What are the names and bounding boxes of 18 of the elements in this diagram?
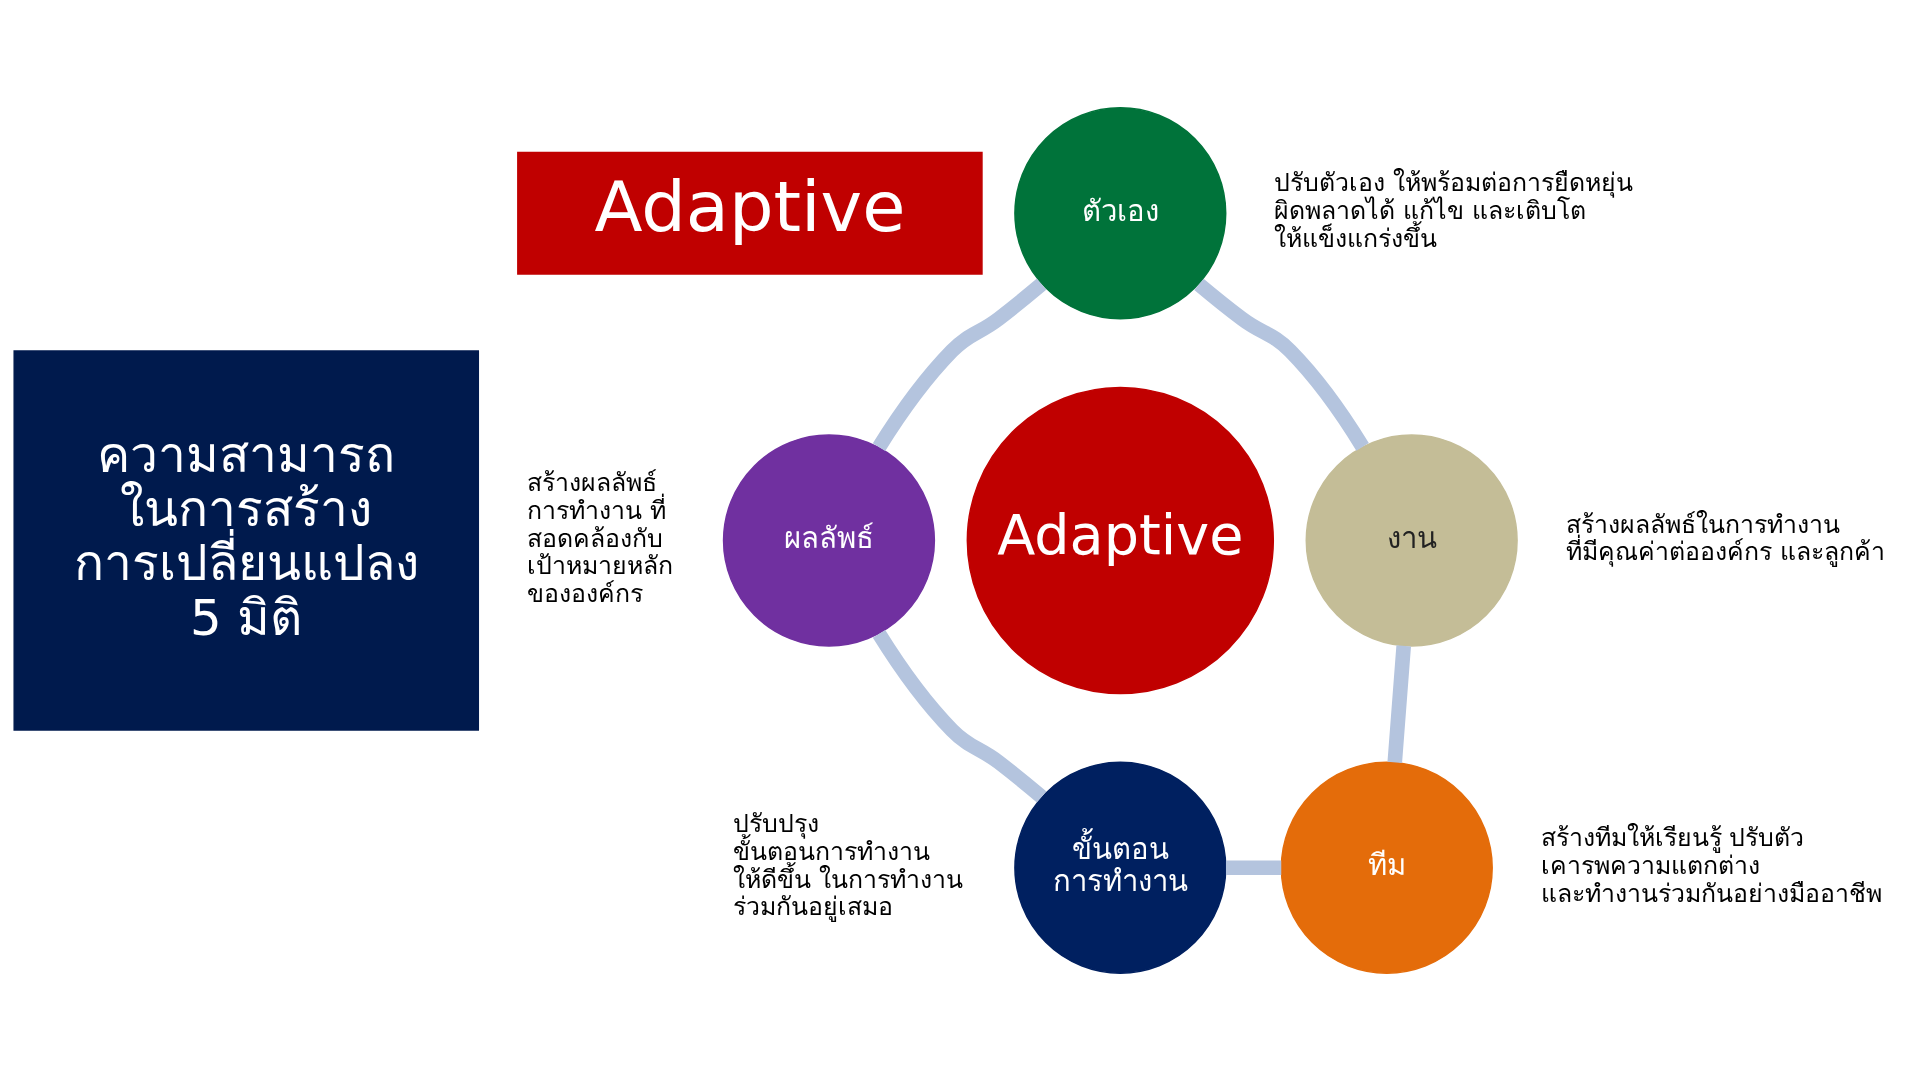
node-circle: ตัวเอง [1014, 106, 1227, 319]
node-label: สร้างผลลัพธ์ การทำงาน ที่ สอดคล้องกับ เป้าหมายหลัก ขององค์กร [526, 467, 673, 608]
connector [1387, 644, 1411, 763]
connector [1225, 859, 1282, 875]
node-circle: ผลลัพธ์ [722, 433, 936, 647]
node-label: ปรับตัวเอง ให้พร้อมต่อการยืดหยุ่น ผิดพลาดได้ แก้ไข และเติบโต ให้แข็งแกร่งขึ้น [1274, 167, 1633, 253]
node-circle: ขั้นตอน การทำงาน [1014, 761, 1227, 974]
node-label: สร้างทีมให้เรียนรู้ ปรับตัว เคารพความแตกต่าง และทำงานร่วมกันอย่างมืออาชีพ [1540, 822, 1882, 908]
node-circle: ทีม [1280, 761, 1493, 974]
node-label: สร้างผลลัพธ์ในการทำงาน ที่มีคุณค่าต่อองค์กร และลูกค้า [1566, 509, 1886, 566]
connector [872, 278, 1047, 451]
node-box: Adaptive [517, 151, 983, 275]
connector [872, 629, 1047, 802]
node-circle: งาน [1305, 433, 1518, 647]
connector [1194, 278, 1369, 451]
node-label: ปรับปรุง ขั้นตอนการทำงาน ให้ดีขึ้น ในการทำงาน ร่วมกันอยู่เสมอ [733, 808, 963, 921]
node-circle: Adaptive [966, 386, 1275, 694]
node-box: ความสามารถ ในการสร้าง การเปลี่ยนแปลง 5 มิติ [13, 349, 480, 731]
